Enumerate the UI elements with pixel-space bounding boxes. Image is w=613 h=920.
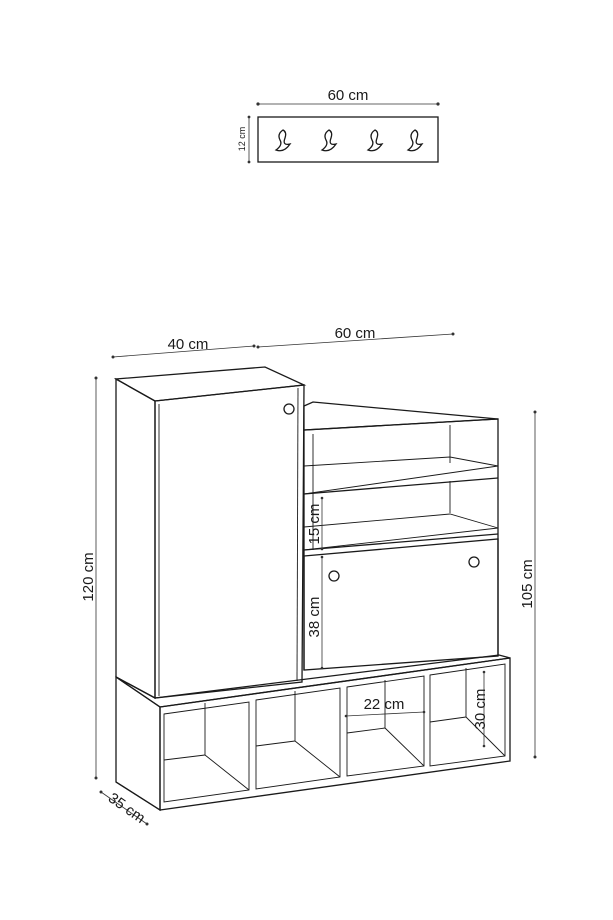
door-knob-icon[interactable] (328, 570, 340, 582)
shelf-width-dim-line (257, 333, 454, 348)
cubby-height-label: 30 cm (472, 689, 489, 730)
wardrobe-side (115, 377, 156, 700)
depth-top-label: 40 cm (168, 336, 209, 353)
rack-width-label: 60 cm (328, 87, 369, 104)
shelf-gap-label: 15 cm (306, 504, 323, 545)
rack-board (257, 116, 439, 163)
hook-icon (320, 129, 338, 152)
left-wardrobe (113, 366, 307, 700)
hook-icon (406, 129, 424, 152)
right-height-label: 105 cm (519, 559, 536, 608)
cubby-base (115, 654, 511, 812)
base-top (115, 654, 511, 708)
door-knob-icon[interactable] (283, 403, 295, 415)
rack-height-label: 12 cm (237, 127, 247, 152)
hook-icon (366, 129, 384, 152)
cabinet: 40 cm 60 cm 120 cm 105 cm 15 cm 38 cm 22… (80, 325, 537, 827)
shelf (303, 456, 499, 495)
door-knob-icon[interactable] (468, 556, 480, 568)
shelf-door[interactable] (303, 538, 499, 671)
cubby-width-label: 22 cm (364, 696, 405, 713)
wardrobe-top (113, 366, 307, 402)
cubby-width-dim-line (345, 711, 425, 717)
depth-bottom-label: 35 cm (105, 790, 148, 827)
total-height-label: 120 cm (80, 552, 97, 601)
hook-icon (274, 129, 292, 152)
door-height-label: 38 cm (306, 597, 323, 638)
shelf-unit-top (303, 401, 499, 431)
coat-rack: 60 cm 12 cm (237, 87, 440, 164)
wardrobe-door[interactable] (154, 384, 305, 699)
depth-top-dim-line (112, 345, 255, 358)
depth-bottom-dim-line (100, 791, 148, 825)
shelf (303, 513, 499, 551)
shelf-width-label: 60 cm (335, 325, 376, 342)
right-shelf-unit (303, 401, 499, 671)
